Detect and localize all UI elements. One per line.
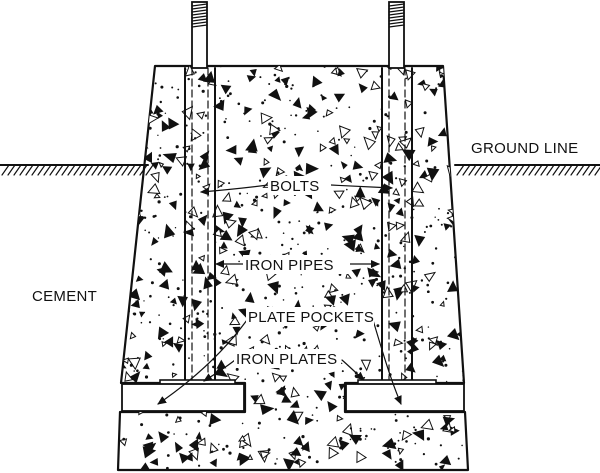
label-plate-pockets: PLATE POCKETS — [248, 309, 374, 326]
leader-arrows — [157, 183, 402, 405]
label-bolts: BOLTS — [270, 178, 320, 195]
bolt-left — [191, 1, 208, 69]
iron-pipe-left — [184, 67, 216, 381]
plate-pocket-left — [121, 383, 245, 412]
label-iron-pipes: IRON PIPES — [245, 257, 334, 274]
label-ground-line: GROUND LINE — [471, 140, 578, 157]
iron-pipe-right — [381, 67, 413, 381]
plate-pocket-right — [345, 383, 465, 412]
label-cement: CEMENT — [32, 288, 97, 305]
ground-line-right — [454, 164, 600, 176]
label-iron-plates: IRON PLATES — [236, 351, 337, 368]
bolt-right — [388, 1, 405, 69]
ground-line-left — [0, 164, 154, 176]
